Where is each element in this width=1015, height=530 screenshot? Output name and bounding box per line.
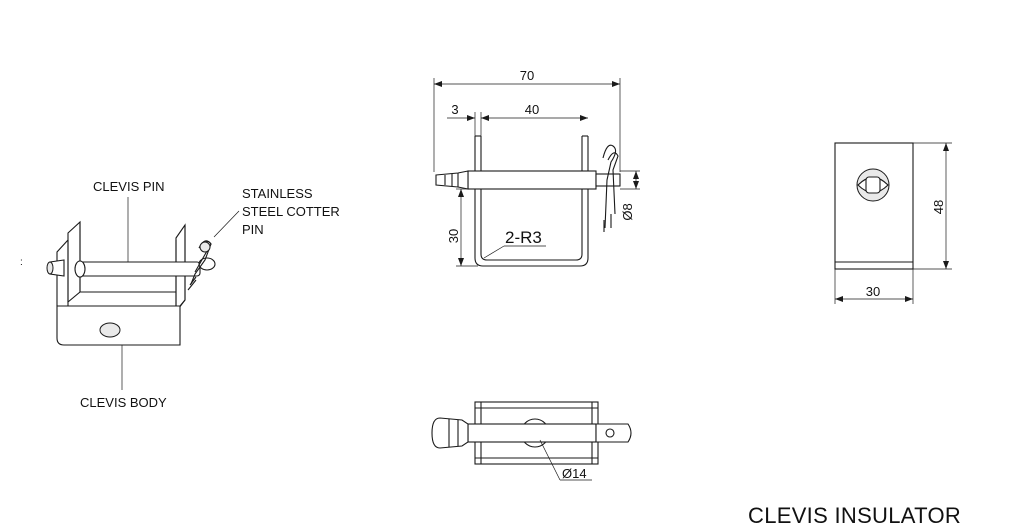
clevis-pin xyxy=(79,261,201,277)
dim-offset: 3 xyxy=(451,102,458,117)
front-body-outer xyxy=(474,136,589,267)
side-view: 48 30 xyxy=(834,142,952,304)
label-cotter-line2: STEEL COTTER xyxy=(242,204,340,219)
label-cotter-line1: STAINLESS xyxy=(242,186,313,201)
stray-mark: : xyxy=(20,257,23,268)
top-view: Ø14 xyxy=(431,401,632,481)
dim-side-height: 48 xyxy=(931,200,946,214)
drawing-title: CLEVIS INSULATOR xyxy=(748,503,962,528)
dim-hole-dia: Ø14 xyxy=(562,466,587,481)
top-pin xyxy=(467,423,597,443)
clevis-body-base xyxy=(56,305,181,346)
dim-height-30: 30 xyxy=(446,229,461,243)
label-cotter-line3: PIN xyxy=(242,222,264,237)
front-cotter-pin xyxy=(602,144,617,229)
label-clevis-pin: CLEVIS PIN xyxy=(93,179,165,194)
base-hole xyxy=(99,322,121,338)
dim-inner-width: 40 xyxy=(525,102,539,117)
dim-overall-width: 70 xyxy=(520,68,534,83)
front-view: 70 3 40 30 2-R3 Ø8 xyxy=(433,68,640,267)
dim-side-width: 30 xyxy=(866,284,880,299)
dim-radius: 2-R3 xyxy=(505,228,542,247)
label-clevis-body: CLEVIS BODY xyxy=(80,395,167,410)
front-body-inner xyxy=(480,136,583,261)
isometric-view: CLEVIS PIN STAINLESS STEEL COTTER PIN CL… xyxy=(46,179,340,410)
front-pin xyxy=(467,170,597,190)
dim-pin-dia: Ø8 xyxy=(620,203,635,220)
side-body xyxy=(834,142,914,270)
top-pin-head xyxy=(431,417,469,449)
